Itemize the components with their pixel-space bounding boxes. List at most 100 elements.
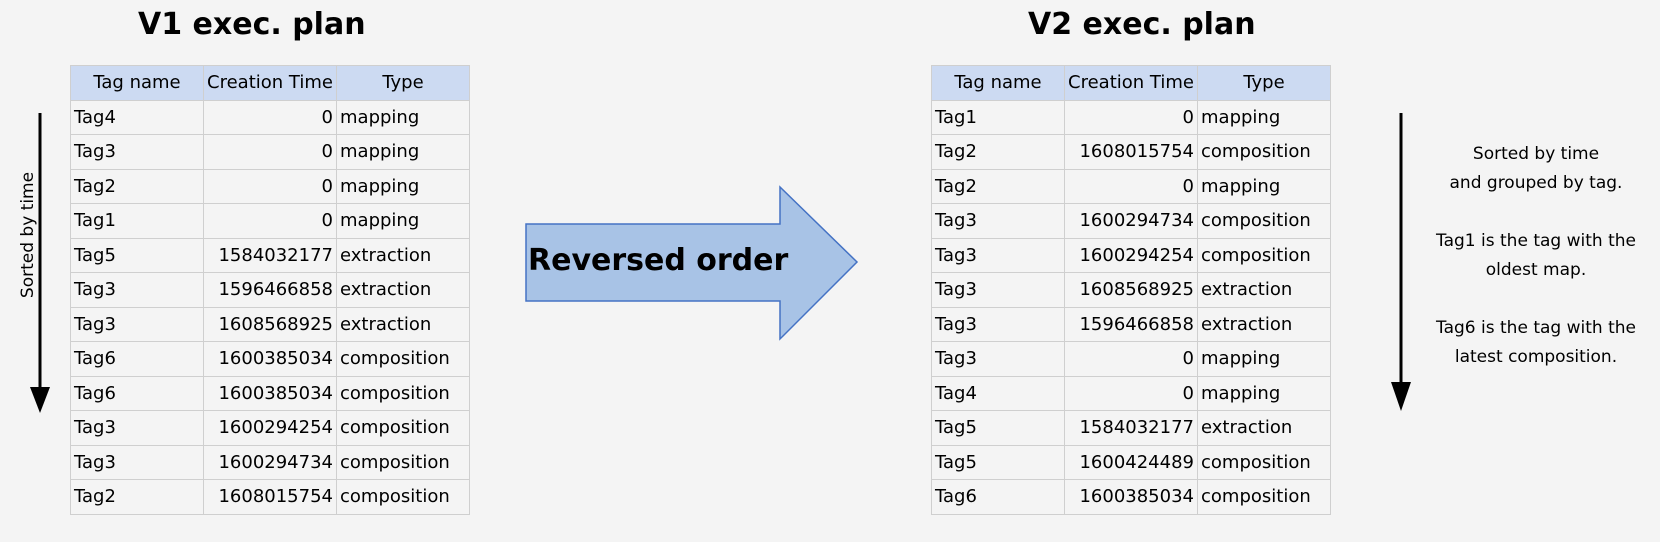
column-header-creation-time: Creation Time [1064,65,1198,101]
v2-plan-title: V2 exec. plan [1028,7,1256,42]
cell-type: mapping [1197,375,1331,411]
cell-tag-name: Tag4 [931,375,1065,411]
right-down-arrow-head [1391,382,1411,411]
cell-type: composition [1197,203,1331,239]
cell-tag-name: Tag3 [70,272,204,308]
reversed-order-arrow [525,185,859,341]
cell-type: extraction [1197,272,1331,308]
cell-tag-name: Tag1 [70,203,204,239]
cell-creation-time: 1600294254 [1064,237,1198,273]
cell-type: composition [336,341,470,377]
cell-tag-name: Tag5 [931,410,1065,446]
cell-creation-time: 0 [203,134,337,170]
cell-type: extraction [1197,306,1331,342]
cell-tag-name: Tag3 [931,341,1065,377]
cell-tag-name: Tag3 [931,306,1065,342]
cell-creation-time: 1608015754 [203,479,337,515]
cell-tag-name: Tag6 [931,479,1065,515]
table-header-row: Tag name Creation Time Type [70,65,470,101]
cell-tag-name: Tag2 [931,168,1065,204]
cell-creation-time: 1600294734 [1064,203,1198,239]
cell-tag-name: Tag4 [70,99,204,135]
cell-type: composition [336,410,470,446]
column-header-type: Type [336,65,470,101]
cell-creation-time: 1600385034 [1064,479,1198,515]
column-header-creation-time: Creation Time [203,65,337,101]
note-line: oldest map. [1485,260,1587,280]
cell-type: composition [336,479,470,515]
column-header-tag-name: Tag name [70,65,204,101]
note-line: Sorted by time [1472,144,1600,164]
cell-creation-time: 0 [203,99,337,135]
cell-tag-name: Tag3 [70,306,204,342]
cell-tag-name: Tag5 [70,237,204,273]
cell-creation-time: 1600294254 [203,410,337,446]
cell-creation-time: 1584032177 [1064,410,1198,446]
cell-creation-time: 1608568925 [1064,272,1198,308]
cell-type: mapping [1197,99,1331,135]
left-down-arrow-head [30,387,50,413]
cell-type: mapping [336,168,470,204]
cell-type: mapping [336,203,470,239]
cell-type: composition [1197,444,1331,480]
cell-creation-time: 1596466858 [1064,306,1198,342]
cell-type: extraction [336,272,470,308]
cell-type: composition [1197,237,1331,273]
cell-creation-time: 0 [1064,99,1198,135]
cell-tag-name: Tag3 [70,134,204,170]
cell-type: composition [1197,134,1331,170]
cell-type: composition [1197,479,1331,515]
cell-type: composition [336,444,470,480]
cell-type: mapping [336,134,470,170]
cell-tag-name: Tag3 [70,410,204,446]
cell-creation-time: 1600385034 [203,341,337,377]
cell-creation-time: 1600424489 [1064,444,1198,480]
cell-tag-name: Tag6 [70,375,204,411]
cell-tag-name: Tag2 [931,134,1065,170]
cell-type: extraction [336,306,470,342]
note-line: latest composition. [1454,347,1618,367]
table-header-row: Tag name Creation Time Type [931,65,1331,101]
v1-plan-title: V1 exec. plan [138,7,366,42]
cell-tag-name: Tag3 [931,237,1065,273]
cell-tag-name: Tag3 [931,272,1065,308]
cell-type: composition [336,375,470,411]
note-line: Tag6 is the tag with the [1436,318,1636,338]
note-line: Tag1 is the tag with the [1436,231,1636,251]
cell-creation-time: 1600385034 [203,375,337,411]
cell-creation-time: 0 [1064,341,1198,377]
cell-creation-time: 0 [1064,375,1198,411]
explanation-note: Sorted by time and grouped by tag. Tag1 … [1426,140,1646,372]
cell-creation-time: 1608568925 [203,306,337,342]
column-header-tag-name: Tag name [931,65,1065,101]
cell-creation-time: 0 [203,168,337,204]
reversed-order-label: Reversed order [528,243,789,278]
cell-tag-name: Tag2 [70,479,204,515]
cell-type: mapping [336,99,470,135]
cell-tag-name: Tag2 [70,168,204,204]
cell-tag-name: Tag1 [931,99,1065,135]
cell-type: extraction [336,237,470,273]
